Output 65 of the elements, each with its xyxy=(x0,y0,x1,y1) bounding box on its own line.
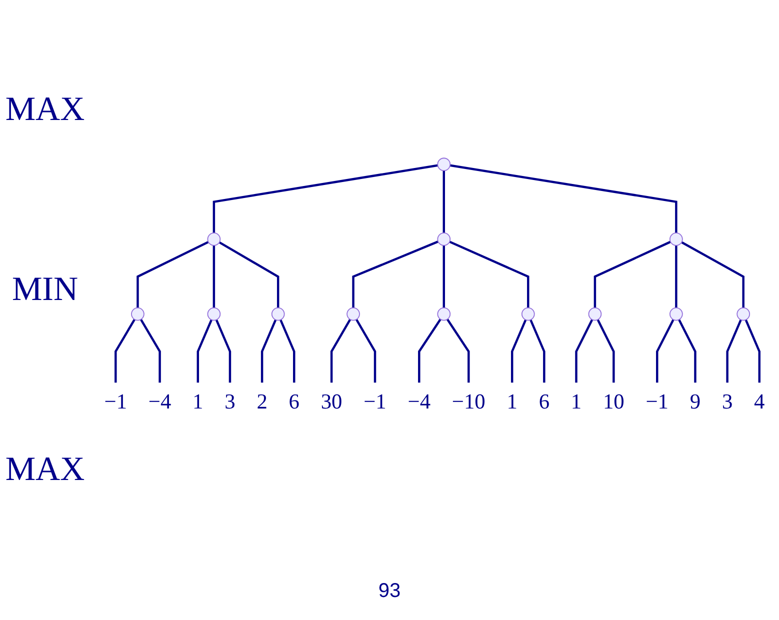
node-point xyxy=(437,307,451,321)
node-text: 3 xyxy=(224,390,236,414)
node-text: 1 xyxy=(192,390,204,414)
node-text: −1 xyxy=(646,390,669,414)
connector xyxy=(681,241,744,308)
node-text: 6 xyxy=(288,390,300,414)
page-number: 93 xyxy=(377,580,402,603)
node-point xyxy=(207,232,221,246)
node-point xyxy=(588,307,602,321)
connector xyxy=(114,318,136,383)
connector xyxy=(136,240,209,308)
node-point xyxy=(437,232,451,246)
connector xyxy=(355,318,376,383)
connector xyxy=(196,319,212,383)
node-point xyxy=(521,307,535,321)
node-point xyxy=(271,307,285,321)
connector xyxy=(596,319,615,383)
connector xyxy=(594,240,671,308)
level-label: MIN xyxy=(12,271,78,309)
node-text: 4 xyxy=(754,390,765,414)
connector xyxy=(446,318,470,383)
node-text: −1 xyxy=(364,390,386,414)
connector xyxy=(442,245,445,308)
node-point xyxy=(437,158,451,172)
connector xyxy=(218,241,280,308)
connector xyxy=(352,240,439,308)
node-text: 6 xyxy=(538,390,550,414)
node-text: 1 xyxy=(570,390,582,414)
connector xyxy=(575,319,594,383)
connector xyxy=(212,164,438,233)
node-text: −10 xyxy=(452,390,486,414)
node-point xyxy=(736,307,750,321)
node-text: 9 xyxy=(690,390,701,414)
connector xyxy=(212,245,216,308)
node-text: −1 xyxy=(104,390,128,414)
node-point xyxy=(670,307,683,321)
node-point xyxy=(670,232,683,246)
node-text: −4 xyxy=(408,390,431,414)
node-point xyxy=(346,307,360,321)
node-text: −4 xyxy=(148,390,172,414)
connector xyxy=(656,319,674,383)
node-text: 30 xyxy=(320,390,342,414)
connector xyxy=(510,319,527,383)
connector xyxy=(260,319,277,383)
node-text: 3 xyxy=(722,390,733,414)
connector xyxy=(744,319,760,383)
connector xyxy=(418,318,442,383)
connector xyxy=(675,245,678,308)
connector xyxy=(140,318,161,383)
level-label: MAX xyxy=(5,451,85,489)
connector xyxy=(442,170,445,233)
connector xyxy=(280,319,296,383)
connector xyxy=(678,319,696,383)
level-label: MAX xyxy=(5,91,85,129)
node-point xyxy=(207,307,221,321)
connector xyxy=(530,319,546,383)
node-text: 10 xyxy=(602,390,624,414)
node-text: 2 xyxy=(256,390,268,414)
connector xyxy=(726,319,742,383)
connector xyxy=(449,240,530,308)
node-point xyxy=(131,307,144,321)
connector xyxy=(215,319,232,383)
connector xyxy=(330,318,352,383)
connector xyxy=(450,164,678,233)
node-text: 1 xyxy=(506,390,518,414)
